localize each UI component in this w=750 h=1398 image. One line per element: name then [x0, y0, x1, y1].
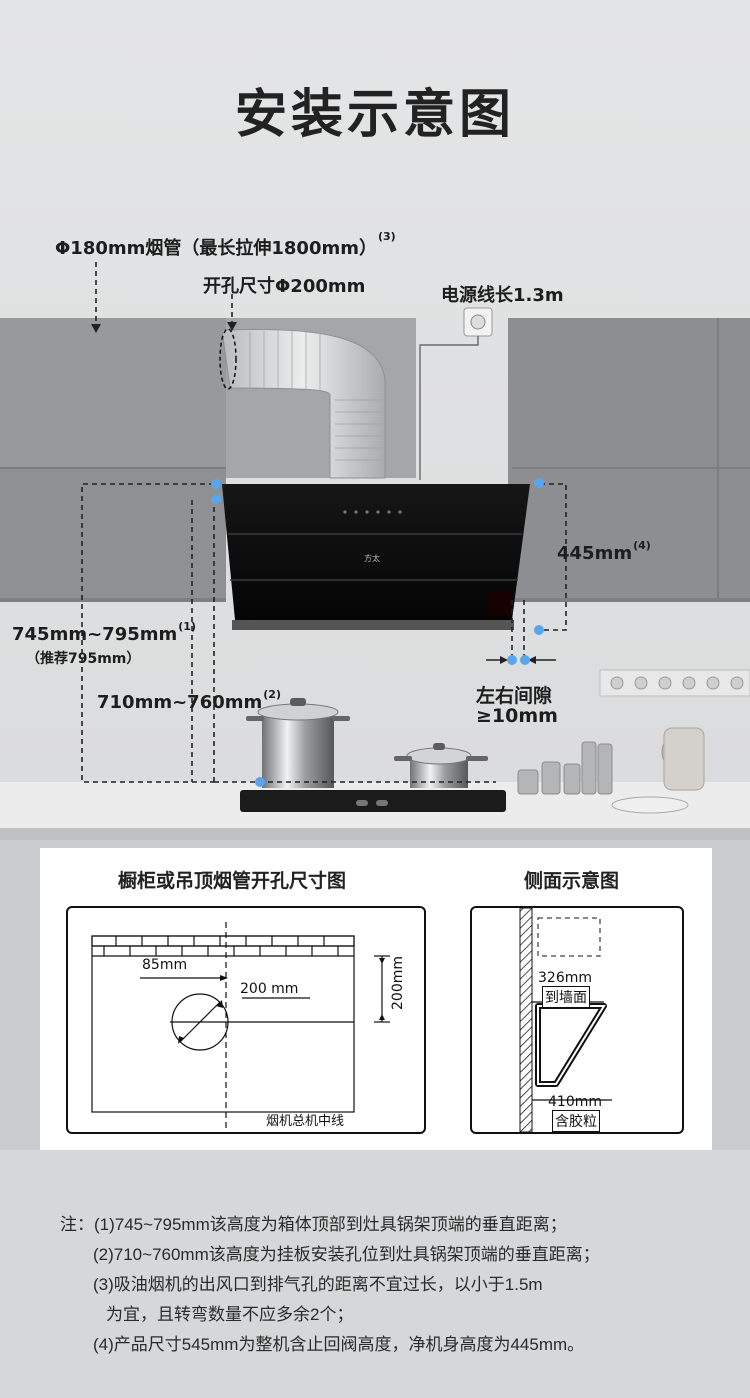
cutout-diagram: 85mm 200 mm 200mm 烟机总机中线	[66, 906, 426, 1134]
flex-duct	[221, 329, 386, 479]
range-hood	[222, 484, 530, 620]
note-2: (2)710~760mm该高度为挂板安装孔位到灶具锅架顶端的垂直距离；	[93, 1245, 600, 1264]
pipe-label: Φ180mm烟管（最长拉伸1800mm）(3)	[55, 230, 396, 260]
right-diagram-title: 侧面示意图	[524, 870, 620, 892]
side-diagram: 326mm 到墙面 410mm 含胶粒	[470, 906, 684, 1134]
note-3b: 为宜，且转弯数量不应多余2个；	[106, 1305, 354, 1324]
dim-410: 410mm	[548, 1094, 602, 1110]
dim-200: 200 mm	[240, 981, 299, 997]
with-pad-label: 含胶粒	[552, 1110, 600, 1132]
pipe-note: (3)	[378, 230, 396, 243]
range-710-note: (2)	[263, 688, 281, 701]
range-745-label: 745mm~795mm(1)	[12, 620, 196, 645]
dim-326: 326mm	[538, 970, 592, 986]
cooktop	[240, 790, 506, 812]
gap-value: ≥10mm	[476, 705, 558, 727]
range-745-text: 745mm~795mm	[12, 624, 178, 645]
gap-title: 左右间隙	[476, 685, 553, 707]
page-title: 安装示意图	[234, 85, 515, 145]
upper-cabinet-right	[508, 318, 750, 600]
stock-pot	[246, 698, 350, 788]
note-3a: (3)吸油烟机的出风口到排气孔的距离不宜过长，以小于1.5m	[93, 1275, 543, 1294]
dim-85: 85mm	[142, 957, 188, 973]
cutout-drawing	[91, 922, 390, 1130]
range-710-text: 710mm~760mm	[97, 692, 263, 713]
hole-label: 开孔尺寸Φ200mm	[203, 276, 366, 297]
side-drawing	[519, 908, 612, 1132]
centerline-label: 烟机总机中线	[266, 1114, 345, 1129]
hood-brand: 方太	[364, 554, 380, 563]
left-diagram-title: 橱柜或吊顶烟管开孔尺寸图	[118, 870, 347, 892]
range-745-note: (1)	[178, 620, 196, 633]
recommend-label: （推荐795mm）	[26, 651, 141, 667]
note-1: 注：(1)745~795mm该高度为箱体顶部到灶具锅架顶端的垂直距离；	[60, 1215, 567, 1234]
height-445-label: 445mm(4)	[557, 539, 651, 564]
height-445-text: 445mm	[557, 543, 633, 564]
to-wall-label: 到墙面	[542, 986, 590, 1008]
note-4: (4)产品尺寸545mm为整机含止回阀高度，净机身高度为445mm。	[93, 1335, 585, 1354]
sauce-pot	[394, 743, 488, 788]
height-445-note: (4)	[633, 539, 651, 552]
power-label: 电源线长1.3m	[441, 285, 564, 306]
range-710-label: 710mm~760mm(2)	[97, 688, 281, 713]
dim-200-vertical: 200mm	[390, 956, 406, 1010]
dimension-markers	[211, 478, 544, 787]
size-diagram-panel: 橱柜或吊顶烟管开孔尺寸图 侧面示意图	[40, 848, 712, 1150]
pipe-label-text: Φ180mm烟管（最长拉伸1800mm）	[55, 238, 377, 259]
